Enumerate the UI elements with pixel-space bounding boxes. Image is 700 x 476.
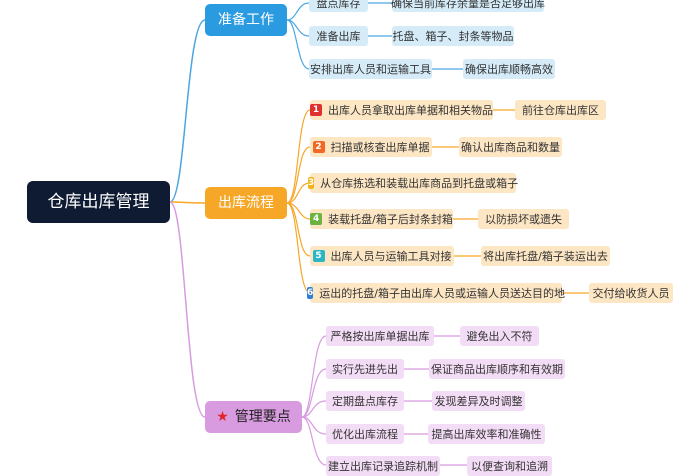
step-number-badge: 6	[307, 287, 314, 299]
step-number-badge: 2	[312, 141, 325, 153]
mgmt-detail-5: 以便查询和追溯	[467, 456, 552, 476]
mgmt-detail-3: 发现差异及时调整	[432, 391, 525, 411]
flow-detail-5: 将出库托盘/箱子装运出去	[481, 246, 610, 266]
branch-preparation: 准备工作	[205, 4, 287, 36]
flow-step-5: 5 出库人员与运输工具对接	[310, 246, 454, 266]
mgmt-item-3: 定期盘点库存	[326, 391, 404, 411]
flow-detail-4: 以防损坏或遗失	[478, 209, 569, 229]
branch-management-points: ★ 管理要点	[205, 401, 302, 433]
prep-item-2: 准备出库	[309, 26, 368, 46]
star-icon: ★	[216, 409, 229, 425]
mgmt-detail-2: 保证商品出库顺序和有效期	[429, 359, 565, 379]
prep-detail-2: 托盘、箱子、封条等物品	[392, 26, 514, 46]
flow-step-label: 出库人员与运输工具对接	[330, 249, 452, 263]
prep-detail-1: 确保当前库存余量是否足够出库	[391, 0, 545, 12]
flow-step-4: 4 装载托盘/箱子后封条封箱	[310, 209, 453, 229]
flow-detail-1: 前往仓库出库区	[515, 100, 606, 120]
flow-step-label: 从仓库拣选和装载出库商品到托盘或箱子	[320, 176, 519, 190]
step-number-badge: 3	[307, 177, 315, 189]
flow-step-6: 6 运出的托盘/箱子由出库人员或运输人员送达目的地	[307, 283, 565, 303]
flow-step-3: 3 从仓库拣选和装载出库商品到托盘或箱子	[307, 173, 519, 193]
step-number-badge: 5	[312, 250, 325, 262]
prep-item-1: 盘点库存	[309, 0, 368, 12]
flow-step-label: 出库人员拿取出库单据和相关物品	[328, 103, 493, 117]
branch-outbound-process: 出库流程	[205, 187, 287, 219]
mgmt-item-5: 建立出库记录追踪机制	[326, 456, 440, 476]
mgmt-detail-4: 提高出库效率和准确性	[428, 424, 545, 444]
flow-step-label: 运出的托盘/箱子由出库人员或运输人员送达目的地	[319, 286, 565, 300]
flow-detail-6: 交付给收货人员	[589, 283, 673, 303]
prep-detail-3: 确保出库顺畅高效	[463, 59, 555, 79]
prep-item-3: 安排出库人员和运输工具	[309, 59, 432, 79]
flow-step-1: 1 出库人员拿取出库单据和相关物品	[310, 100, 493, 120]
flow-detail-2: 确认出库商品和数量	[459, 137, 562, 157]
flow-step-label: 扫描或核查出库单据	[330, 140, 430, 154]
branch-label: 管理要点	[234, 409, 291, 425]
step-number-badge: 4	[310, 213, 323, 225]
mgmt-item-1: 严格按出库单据出库	[326, 326, 434, 346]
mgmt-item-4: 优化出库流程	[326, 424, 404, 444]
flow-step-label: 装载托盘/箱子后封条封箱	[328, 212, 453, 226]
root-node: 仓库出库管理	[27, 181, 170, 223]
mgmt-item-2: 实行先进先出	[326, 359, 404, 379]
mgmt-detail-1: 避免出入不符	[460, 326, 539, 346]
flow-step-2: 2 扫描或核查出库单据	[310, 137, 432, 157]
step-number-badge: 1	[310, 104, 322, 116]
